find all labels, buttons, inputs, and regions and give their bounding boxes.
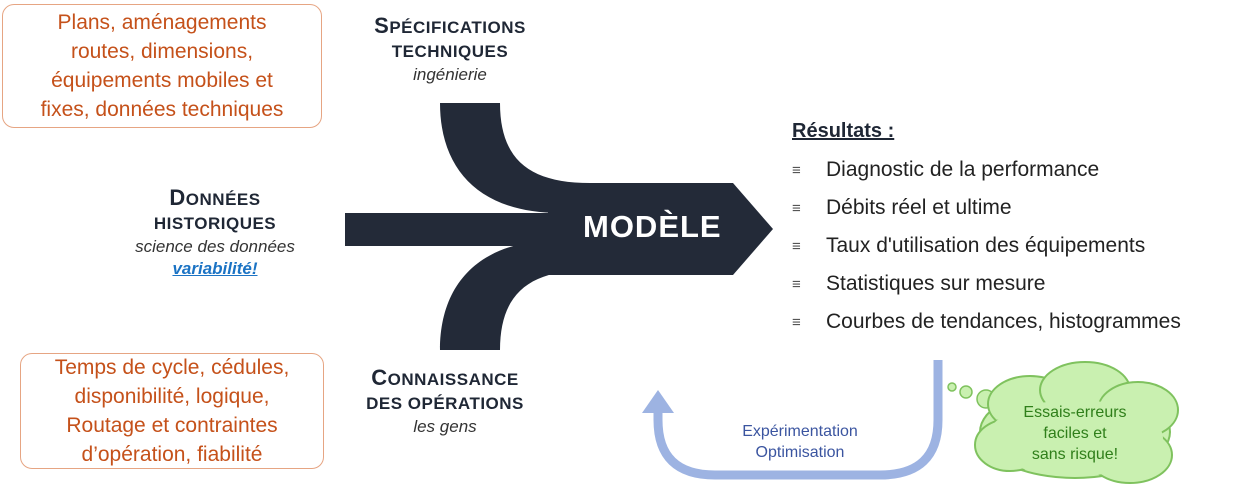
list-lines-icon: ≡ xyxy=(792,313,801,331)
list-lines-icon: ≡ xyxy=(792,275,801,293)
connaissance-heading: CONNAISSANCE DES OPÉRATIONS les gens xyxy=(345,366,545,438)
thought-bubble-small xyxy=(947,382,957,392)
historique-subtitle: science des données xyxy=(135,237,295,256)
result-item: ≡Statistiques sur mesure xyxy=(792,272,1046,295)
inputs-bottom-line-4: d’opération, fiabilité xyxy=(81,443,263,466)
result-item: ≡Débits réel et ultime xyxy=(792,196,1012,219)
results-panel: Résultats : ≡Diagnostic de la performanc… xyxy=(792,120,1242,341)
model-arrow xyxy=(548,183,773,275)
thought-bubble-medium xyxy=(959,385,973,399)
feedback-arrowhead xyxy=(642,390,674,413)
feedback-loop xyxy=(653,360,943,480)
results-title: Résultats : xyxy=(792,120,895,142)
inputs-top-line-1: Plans, aménagements xyxy=(57,11,267,34)
result-item: ≡Diagnostic de la performance xyxy=(792,158,1100,181)
variabilite-link[interactable]: variabilité! xyxy=(172,259,258,278)
historique-heading: DONNÉES HISTORIQUES science des données … xyxy=(110,186,320,280)
inputs-top-line-3: équipements mobiles et xyxy=(51,69,273,92)
loop-label-line-1: Expérimentation xyxy=(742,423,858,440)
list-lines-icon: ≡ xyxy=(792,237,801,255)
inputs-bottom-line-2: disponibilité, logique, xyxy=(74,385,270,408)
results-list: ≡Diagnostic de la performance ≡Débits ré… xyxy=(792,151,1242,341)
cloud-shape xyxy=(974,361,1179,484)
inputs-top-line-2: routes, dimensions, xyxy=(70,40,254,63)
inputs-top-line-4: fixes, données techniques xyxy=(40,98,284,121)
loop-label: Expérimentation Optimisation xyxy=(720,421,880,463)
connaissance-subtitle: les gens xyxy=(413,417,477,436)
result-item: ≡Taux d'utilisation des équipements xyxy=(792,234,1146,257)
model-label: MODÈLE xyxy=(583,209,722,244)
loop-label-line-2: Optimisation xyxy=(755,444,845,461)
cloud-text: Essais-erreurs faciles et sans risque! xyxy=(1023,404,1127,463)
list-lines-icon: ≡ xyxy=(792,199,801,217)
specs-heading: SPÉCIFICATIONS TECHNIQUES ingénierie xyxy=(345,14,555,86)
result-item: ≡Courbes de tendances, histogrammes xyxy=(792,310,1181,333)
list-lines-icon: ≡ xyxy=(792,161,801,179)
inputs-bottom-line-3: Routage et contraintes xyxy=(66,414,278,437)
inputs-box-bottom: Temps de cycle, cédules, disponibilité, … xyxy=(20,353,324,469)
inputs-bottom-line-1: Temps de cycle, cédules, xyxy=(54,356,290,379)
specs-subtitle: ingénierie xyxy=(413,65,487,84)
inputs-box-top: Plans, aménagements routes, dimensions, … xyxy=(2,4,322,128)
